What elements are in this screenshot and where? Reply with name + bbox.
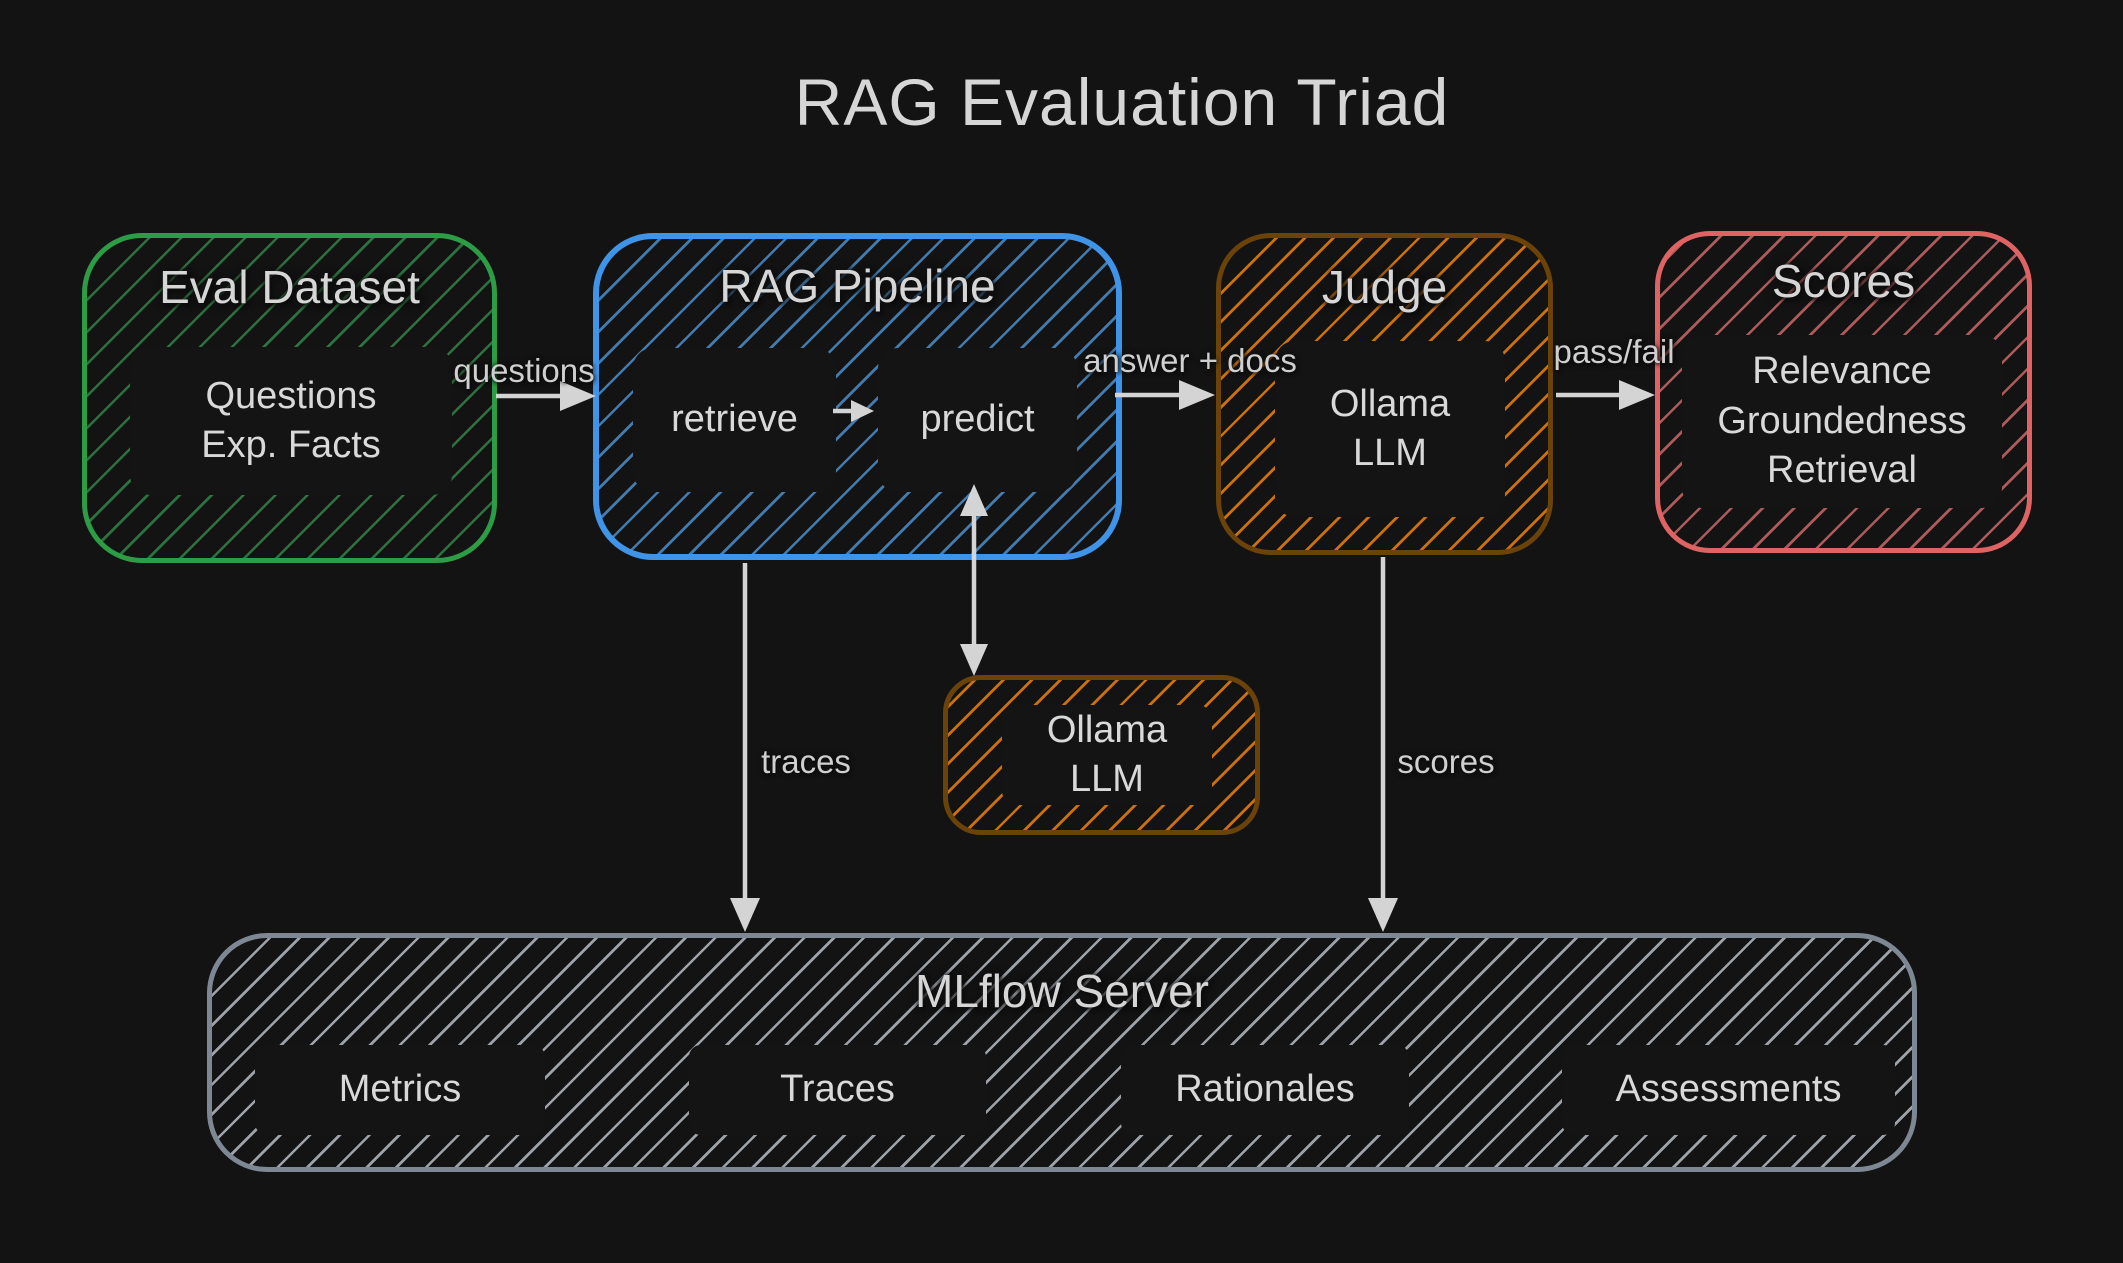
- scores-line-relevance: Relevance: [1752, 350, 1932, 393]
- edge-label-questions: questions: [453, 352, 595, 389]
- arrow-answer-docs: [1115, 380, 1215, 410]
- arrow-scores: [1368, 557, 1398, 932]
- node-ollama-llm: Ollama LLM: [943, 675, 1260, 835]
- ollama-line-llm: LLM: [1070, 758, 1144, 800]
- mlflow-store-assessments: Assessments: [1562, 1045, 1895, 1135]
- judge-contents: Ollama LLM: [1275, 341, 1505, 517]
- mlflow-store-rationales: Rationales: [1121, 1045, 1409, 1135]
- retrieve-label: retrieve: [671, 398, 798, 441]
- edge-label-traces: traces: [761, 743, 851, 780]
- rag-step-retrieve: retrieve: [633, 348, 836, 492]
- assessments-label: Assessments: [1615, 1068, 1842, 1111]
- arrow-pass-fail: [1556, 380, 1655, 410]
- node-rag-pipeline: RAG Pipeline retrieve predict: [593, 233, 1122, 560]
- eval-line-questions: Questions: [205, 374, 377, 417]
- judge-title: Judge: [1321, 261, 1448, 313]
- mlflow-server-title: MLflow Server: [915, 965, 1209, 1017]
- page-title: RAG Evaluation Triad: [794, 65, 1450, 139]
- judge-line-ollama: Ollama: [1329, 382, 1451, 425]
- edge-label-pass-fail: pass/fail: [1553, 333, 1675, 370]
- ollama-llm-contents: Ollama LLM: [1002, 705, 1212, 805]
- edge-label-answer-docs: answer + docs: [1083, 342, 1297, 379]
- mlflow-store-traces: Traces: [689, 1045, 986, 1135]
- rationales-label: Rationales: [1175, 1068, 1355, 1111]
- node-eval-dataset: Eval Dataset Questions Exp. Facts: [82, 233, 497, 563]
- arrow-traces: [730, 563, 760, 932]
- ollama-line-ollama: Ollama: [1046, 708, 1168, 751]
- mlflow-store-metrics: Metrics: [255, 1045, 545, 1135]
- scores-title: Scores: [1771, 255, 1916, 307]
- edge-label-scores: scores: [1397, 743, 1495, 780]
- node-judge: Judge Ollama LLM: [1216, 233, 1553, 555]
- node-mlflow-server: MLflow Server Metrics Traces Rationales …: [207, 933, 1917, 1172]
- scores-line-retrieval: Retrieval: [1767, 449, 1917, 492]
- traces-store-label: Traces: [780, 1068, 895, 1111]
- predict-label: predict: [920, 398, 1035, 441]
- judge-line-llm: LLM: [1353, 432, 1427, 474]
- rag-pipeline-title: RAG Pipeline: [719, 260, 996, 312]
- eval-line-exp-facts: Exp. Facts: [201, 424, 381, 466]
- rag-step-predict: predict: [878, 348, 1077, 492]
- node-scores: Scores Relevance Groundedness Retrieval: [1655, 231, 2032, 553]
- eval-dataset-contents: Questions Exp. Facts: [130, 347, 452, 495]
- scores-line-groundedness: Groundedness: [1717, 399, 1967, 442]
- eval-dataset-title: Eval Dataset: [159, 261, 420, 313]
- scores-contents: Relevance Groundedness Retrieval: [1682, 335, 2002, 508]
- metrics-label: Metrics: [338, 1068, 462, 1111]
